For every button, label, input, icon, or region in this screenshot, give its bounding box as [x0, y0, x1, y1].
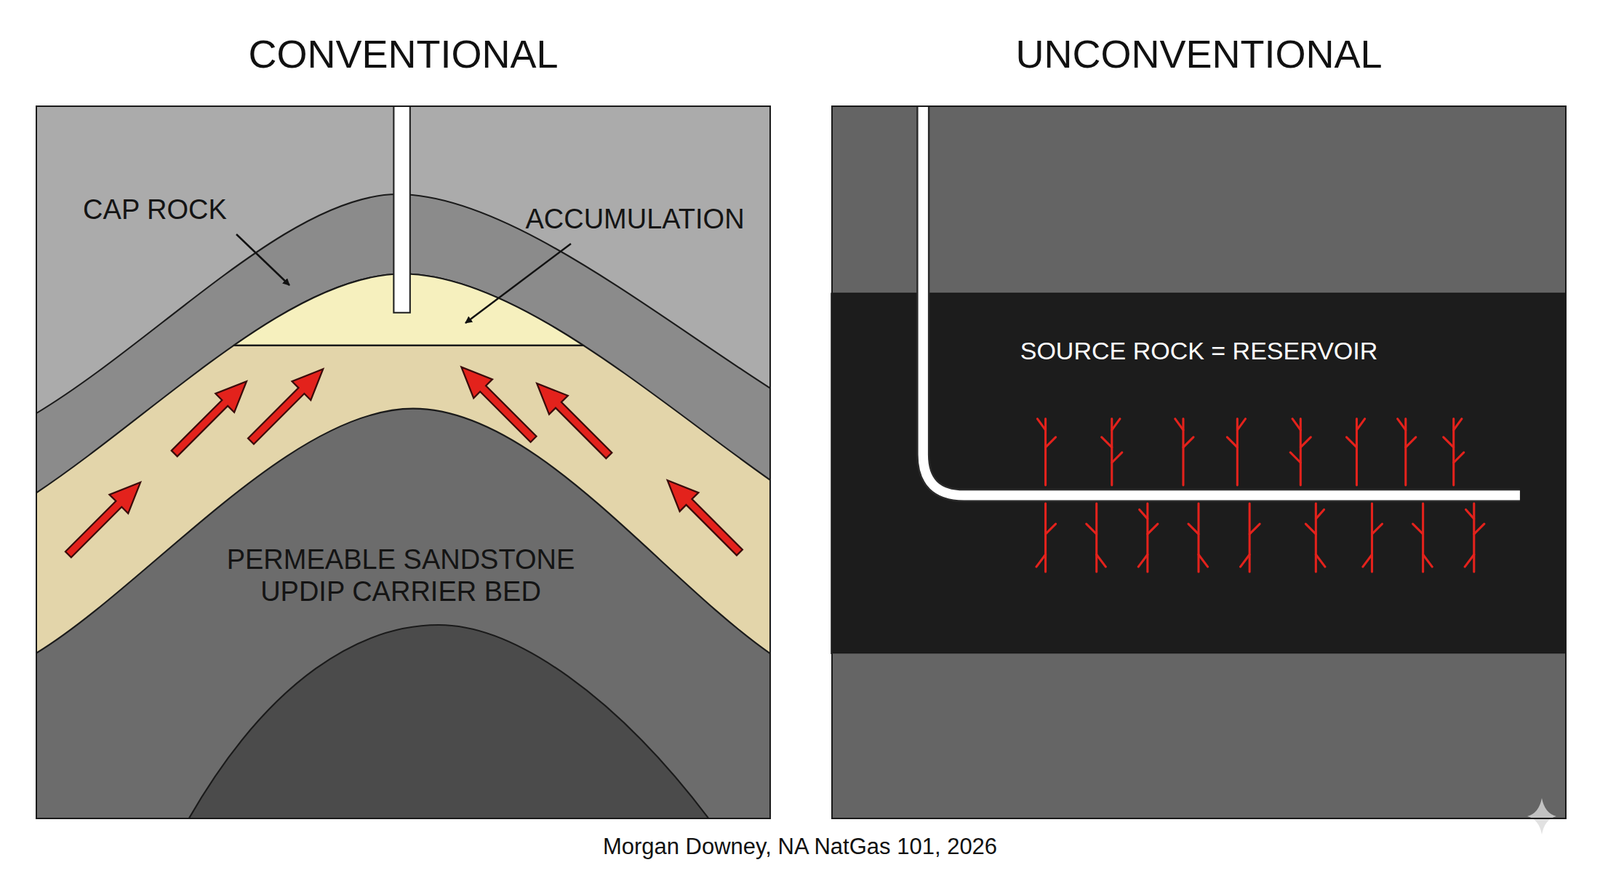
vertical-well: [393, 105, 410, 313]
fracture-stroke: [1086, 523, 1097, 534]
fracture-stroke: [1315, 554, 1326, 567]
fracture-stroke: [1305, 523, 1316, 534]
carrier-bed-label: PERMEABLE SANDSTONE UPDIP CARRIER BED: [182, 544, 619, 608]
fracture-stroke: [1292, 418, 1301, 430]
fracture-stroke: [1175, 418, 1184, 430]
fracture-stroke: [1112, 418, 1120, 430]
fracture-stroke: [1240, 554, 1251, 567]
fracture-stroke: [1346, 437, 1357, 448]
fracture-stroke: [1198, 554, 1208, 567]
fracture-stroke: [1466, 509, 1475, 520]
fracture-stroke: [1188, 523, 1199, 534]
lower-strata: [831, 653, 1566, 819]
fracture-stroke: [1356, 418, 1365, 430]
fracture-stroke: [1405, 437, 1416, 448]
unconventional-panel: UNCONVENTIONALSOURCE ROCK = RESERVOIR: [831, 105, 1567, 819]
fracture-stroke: [1290, 452, 1301, 463]
shale-source-rock: [831, 293, 1566, 654]
fracture-stroke: [1421, 503, 1424, 572]
horizontal-well-outline: [922, 105, 1520, 496]
caption: Morgan Downey, NA NatGas 101, 2026: [0, 833, 1600, 860]
fracture-stroke: [1464, 554, 1475, 567]
lower-strata: [35, 408, 771, 819]
fracture-stroke: [1226, 437, 1238, 448]
fracture-stroke: [1423, 554, 1433, 567]
unconventional-cross-section: [831, 105, 1566, 819]
source-rock-band: SOURCE ROCK = RESERVOIR: [832, 293, 1566, 654]
fracture-stroke: [1101, 437, 1112, 448]
fracture-stroke: [1315, 509, 1324, 520]
cap-rock-leader: [236, 234, 290, 286]
fracture-stroke: [1362, 554, 1373, 567]
watermark-sparkle: [1527, 797, 1557, 835]
panel-heading: CONVENTIONAL: [8, 32, 799, 76]
fracture-stroke: [1248, 503, 1251, 572]
fracture-stroke: [1413, 523, 1424, 534]
cap-rock-label: CAP ROCK: [82, 194, 227, 227]
fracture-stroke: [1037, 418, 1046, 430]
fracture-stroke: [1045, 523, 1056, 534]
fracture-stroke: [1237, 418, 1246, 430]
upper-strata: [831, 105, 1566, 294]
conventional-cross-section: [35, 103, 771, 819]
panel-heading: UNCONVENTIONAL: [803, 32, 1595, 76]
accumulation-label: ACCUMULATION: [525, 203, 744, 236]
fracture-stroke: [1096, 554, 1107, 567]
gas-water-contact: [35, 344, 771, 347]
fracture-stroke: [1139, 509, 1148, 520]
fracture-stroke: [1146, 503, 1149, 572]
fracture-stroke: [1371, 523, 1382, 534]
fracture-stroke: [1397, 418, 1406, 430]
fracture-stroke: [1314, 503, 1318, 572]
fracture-stroke: [1197, 503, 1200, 572]
horizontal-well: [922, 105, 1520, 496]
fracture-stroke: [1472, 503, 1475, 572]
fracture-stroke: [1044, 503, 1047, 572]
sandstone-layer: [35, 273, 771, 819]
band-label: SOURCE ROCK = RESERVOIR: [832, 337, 1566, 365]
fracture-stroke: [1370, 503, 1374, 572]
fracture-stroke: [1443, 437, 1454, 448]
fracture-stroke: [1453, 452, 1464, 463]
fracture-stroke: [1045, 437, 1056, 448]
fracture-stroke: [1474, 523, 1485, 534]
fracture-stroke: [1138, 554, 1148, 567]
fracture-stroke: [1300, 437, 1311, 448]
fracture-stroke: [1147, 523, 1158, 534]
fracture-stroke: [1453, 418, 1462, 430]
basement-core: [188, 624, 709, 819]
migration-arrows: [58, 357, 750, 564]
fracture-stroke: [1249, 523, 1260, 534]
fracture-stroke: [1036, 554, 1046, 567]
accumulation-leader: [465, 243, 571, 323]
fracture-stroke: [1112, 452, 1123, 463]
fracture-stroke: [1183, 437, 1194, 448]
fracture-stroke: [1095, 503, 1098, 572]
